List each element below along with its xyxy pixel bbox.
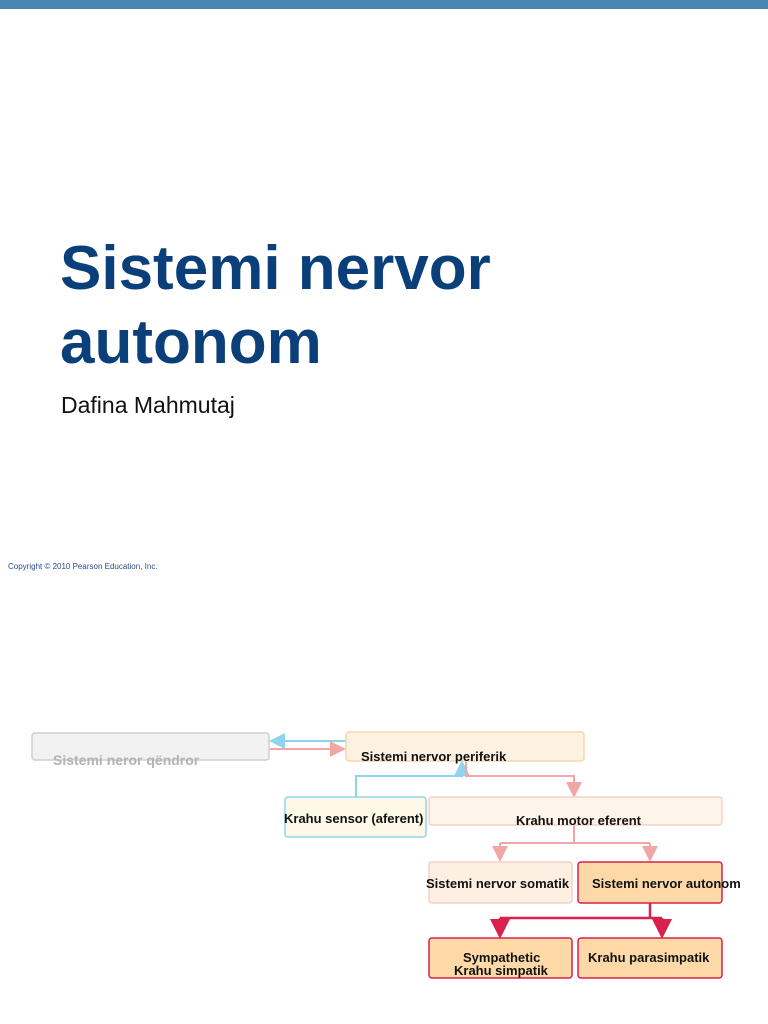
- sympathetic-label: Krahu simpatik: [454, 963, 549, 978]
- pns-to-motor-connector: [465, 762, 582, 798]
- motor-label: Krahu motor eferent: [516, 813, 642, 828]
- motor-division-box: Krahu motor eferent: [428, 796, 723, 828]
- autonomic-box: Sistemi nervor autonom: [577, 861, 741, 904]
- sensory-label: Krahu sensor (aferent): [284, 811, 423, 826]
- cns-box: Sistemi neror qëndror: [31, 732, 270, 768]
- nervous-system-diagram: Sistemi neror qëndror Sistemi nervor per…: [31, 731, 741, 979]
- somatic-label: Sistemi nervor somatik: [426, 876, 570, 891]
- motor-to-divisions-connector: [492, 825, 658, 862]
- sympathetic-label-en: Sympathetic: [463, 950, 540, 965]
- autonomic-label: Sistemi nervor autonom: [592, 876, 741, 891]
- sympathetic-box: Sympathetic Krahu simpatik: [428, 937, 573, 979]
- top-accent-bar: [0, 0, 768, 9]
- cns-label: Sistemi neror qëndror: [53, 752, 200, 768]
- parasympathetic-label: Krahu parasimpatik: [588, 950, 710, 965]
- pns-box: Sistemi nervor periferik: [345, 731, 585, 764]
- slide-title: Sistemi nervor autonom: [60, 232, 740, 380]
- somatic-box: Sistemi nervor somatik: [426, 861, 573, 904]
- parasympathetic-box: Krahu parasimpatik: [577, 937, 723, 979]
- title-line-1: Sistemi nervor: [60, 234, 491, 303]
- title-line-2: autonom: [60, 308, 322, 377]
- autonomic-to-branches-connector: [490, 903, 672, 939]
- author-name: Dafina Mahmutaj: [61, 392, 235, 418]
- copyright-notice: Copyright © 2010 Pearson Education, Inc.: [8, 562, 158, 571]
- sensory-division-box: Krahu sensor (aferent): [284, 796, 427, 838]
- pns-label: Sistemi nervor periferik: [361, 749, 507, 764]
- sensory-to-pns-connector: [355, 760, 470, 797]
